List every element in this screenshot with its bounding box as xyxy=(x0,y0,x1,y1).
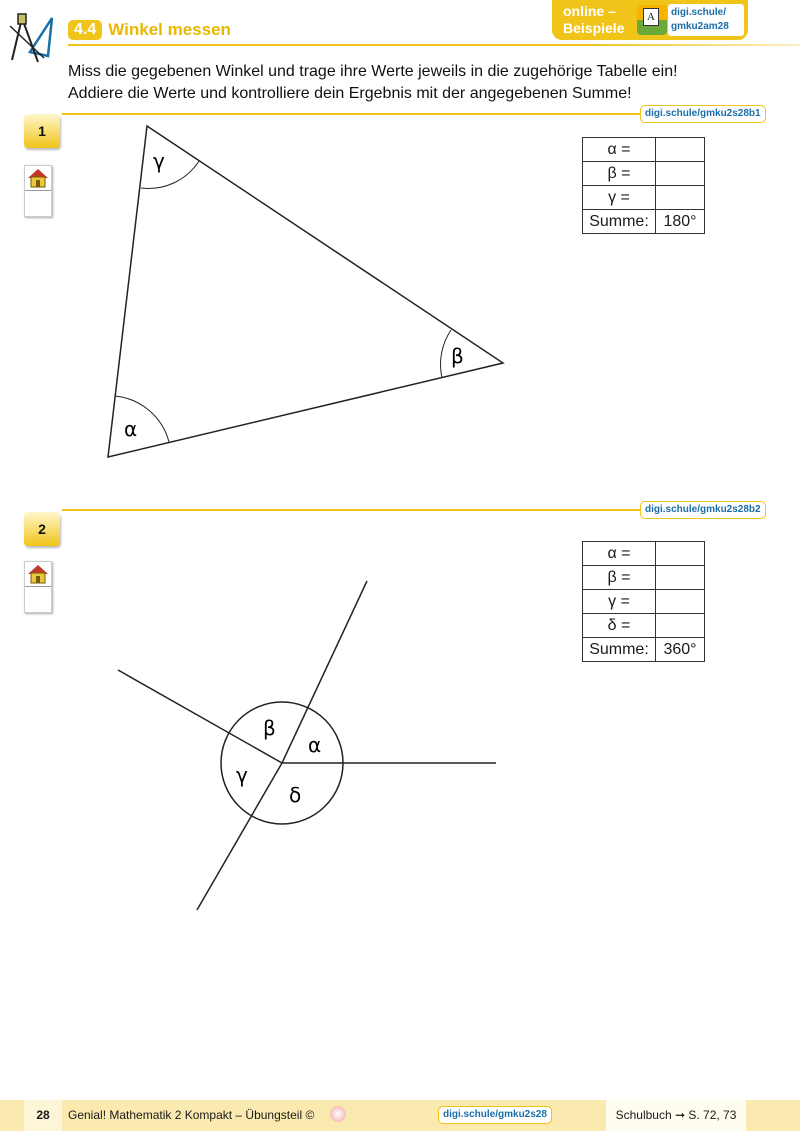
task-1-number: 1 xyxy=(24,114,60,148)
table-label: γ = xyxy=(582,185,656,210)
online-examples-label: online – Beispiele xyxy=(563,3,624,37)
delta-label: δ xyxy=(289,783,301,807)
book-title: Genial! Mathematik 2 Kompakt – Übungstei… xyxy=(68,1108,315,1122)
table-label: γ = xyxy=(582,589,656,614)
online-link-line1: digi.schule/ xyxy=(671,7,727,18)
house-icon xyxy=(28,169,48,188)
answer-cell-beta[interactable] xyxy=(655,161,705,186)
answer-cell-alpha[interactable] xyxy=(655,137,705,162)
online-label-line1: online – xyxy=(563,3,616,19)
section-header: 4.4 Winkel messen xyxy=(68,20,231,40)
gamma-label: γ xyxy=(236,763,248,787)
triangle-figure: γ β α xyxy=(107,124,505,458)
table-label: Summe: xyxy=(582,209,656,234)
table-label: α = xyxy=(582,541,656,566)
section-number: 4.4 xyxy=(68,20,103,40)
header-divider xyxy=(68,44,800,46)
homework-box-separator xyxy=(25,190,51,191)
table-row: β = xyxy=(582,565,705,590)
table-row: γ = xyxy=(582,185,705,210)
instructions: Miss die gegebenen Winkel und trage ihre… xyxy=(68,61,678,105)
beta-label: β xyxy=(451,344,464,368)
online-label-line2: Beispiele xyxy=(563,20,625,36)
app-icon[interactable]: A xyxy=(637,5,667,35)
task-1-answer-table: α = β = γ = Summe:180° xyxy=(582,137,705,234)
answer-cell-gamma[interactable] xyxy=(655,185,705,210)
table-row: β = xyxy=(582,161,705,186)
task-2-homework-box[interactable] xyxy=(24,561,52,613)
publisher-logo-icon xyxy=(330,1106,346,1122)
app-icon-letter: A xyxy=(643,8,659,26)
task-1-divider xyxy=(62,113,640,115)
instruction-line-2: Addiere die Werte und kontrolliere dein … xyxy=(68,85,632,102)
sum-value: 180° xyxy=(655,209,705,234)
answer-cell-delta[interactable] xyxy=(655,613,705,638)
task-2-number: 2 xyxy=(24,512,60,546)
footer-link[interactable]: digi.schule/gmku2s28 xyxy=(438,1106,552,1124)
page-number: 28 xyxy=(24,1100,62,1131)
table-label: β = xyxy=(582,565,656,590)
table-row: Summe:360° xyxy=(582,637,705,662)
table-row: Summe:180° xyxy=(582,209,705,234)
instruction-line-1: Miss die gegebenen Winkel und trage ihre… xyxy=(68,63,678,80)
task-2-answer-table: α = β = γ = δ = Summe:360° xyxy=(582,541,705,662)
table-row: δ = xyxy=(582,613,705,638)
online-link-line2: gmku2am28 xyxy=(671,21,729,32)
task-2-divider xyxy=(62,509,640,511)
table-label: δ = xyxy=(582,613,656,638)
answer-cell-beta[interactable] xyxy=(655,565,705,590)
beta-label: β xyxy=(263,716,276,740)
gamma-label: γ xyxy=(153,149,165,173)
alpha-label: α xyxy=(124,417,137,441)
compass-triangle-logo-icon xyxy=(9,13,54,63)
table-label: α = xyxy=(582,137,656,162)
textbook-reference: Schulbuch ➞ S. 72, 73 xyxy=(606,1100,746,1131)
angles-around-point-figure: β α γ δ xyxy=(117,580,496,911)
task-2-link[interactable]: digi.schule/gmku2s28b2 xyxy=(640,501,766,519)
answer-cell-gamma[interactable] xyxy=(655,589,705,614)
section-title: Winkel messen xyxy=(108,20,231,39)
house-icon xyxy=(28,565,48,584)
online-examples-link[interactable]: digi.schule/ gmku2am28 xyxy=(668,4,744,36)
alpha-label: α xyxy=(308,733,321,757)
answer-cell-alpha[interactable] xyxy=(655,541,705,566)
task-1-homework-box[interactable] xyxy=(24,165,52,217)
homework-box-separator xyxy=(25,586,51,587)
table-label: β = xyxy=(582,161,656,186)
task-1-link[interactable]: digi.schule/gmku2s28b1 xyxy=(640,105,766,123)
table-row: γ = xyxy=(582,589,705,614)
table-row: α = xyxy=(582,137,705,162)
sum-value: 360° xyxy=(655,637,705,662)
table-label: Summe: xyxy=(582,637,656,662)
table-row: α = xyxy=(582,541,705,566)
